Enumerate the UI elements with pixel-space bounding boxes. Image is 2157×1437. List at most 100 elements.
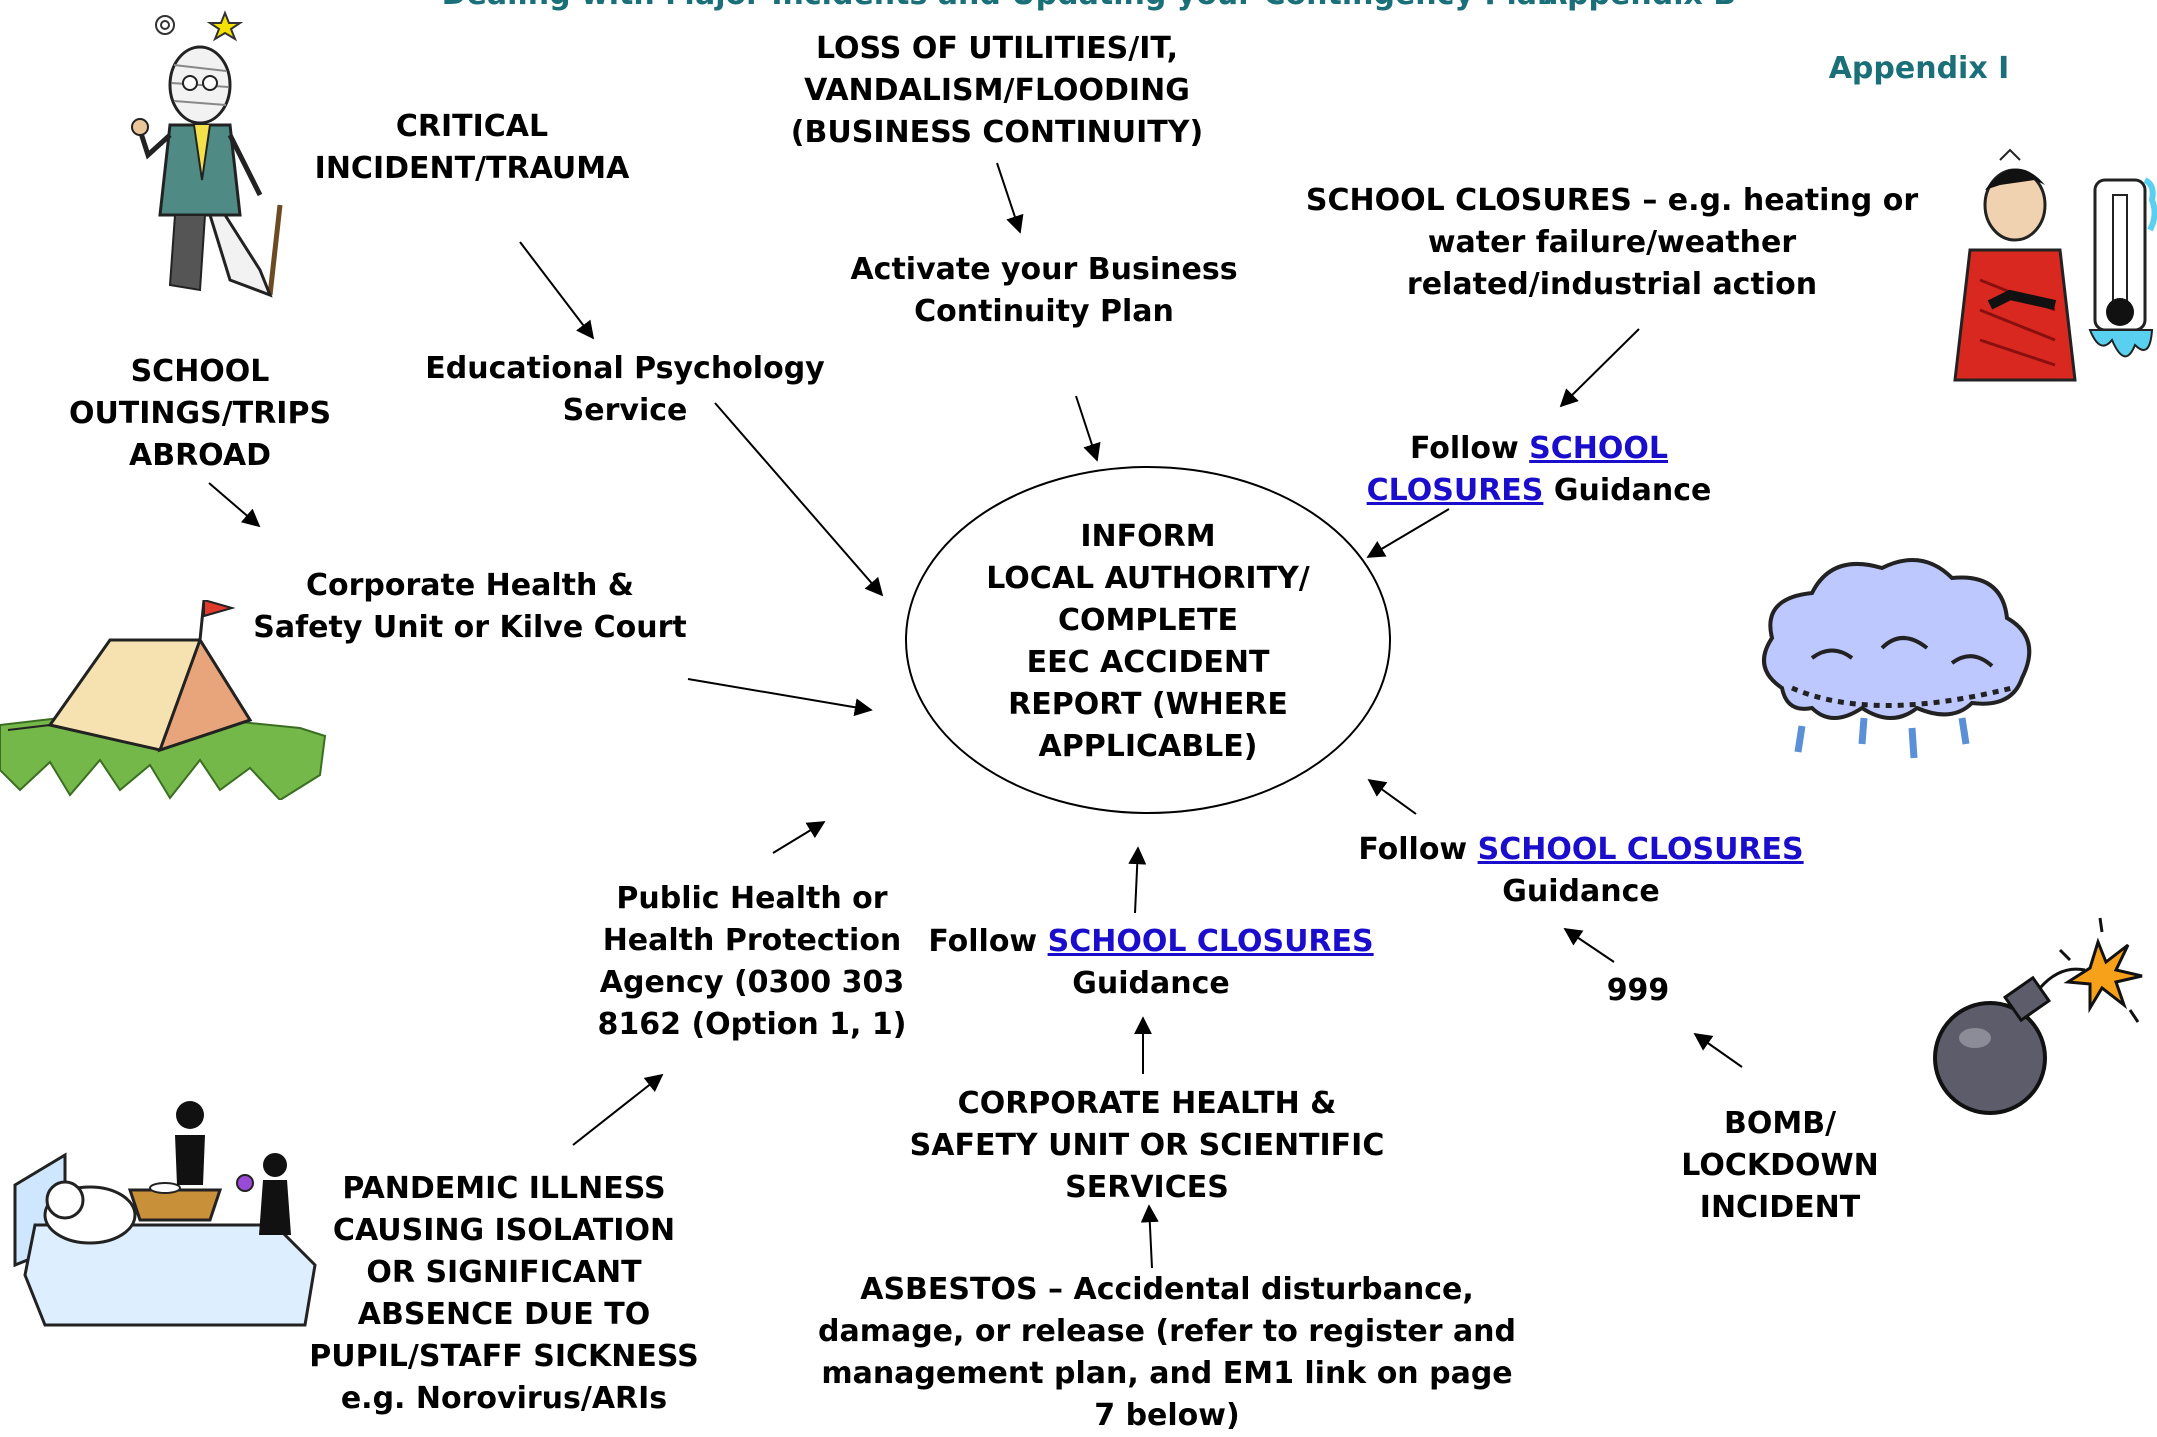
follow-text: Follow xyxy=(928,924,1038,959)
center-line: COMPLETE xyxy=(1058,603,1238,638)
rain-cloud-clipart xyxy=(1762,558,2032,759)
center-line: INFORM xyxy=(1080,519,1216,554)
label-line: Agency (0300 303 xyxy=(599,965,905,1000)
label-line: e.g. Norovirus/ARIs xyxy=(340,1381,668,1416)
phone-999-label: 999 xyxy=(1606,973,1670,1008)
label-line: Corporate Health & xyxy=(306,568,634,603)
guidance-text: Guidance xyxy=(1553,473,1712,508)
label-line: related/industrial action xyxy=(1406,267,1818,302)
closures-cause-label: SCHOOL CLOSURES – e.g. heating or water … xyxy=(1306,180,1918,306)
arrow-follow-top-to-center xyxy=(1366,508,1450,558)
arrow-asbestos-to-corporate-sci xyxy=(1140,1204,1159,1269)
arrow-bcp-to-center xyxy=(1075,395,1101,462)
arrow-utilities-to-bcp xyxy=(996,162,1024,234)
follow-mid-label: Follow SCHOOL CLOSURES Guidance xyxy=(928,921,1373,1005)
arrow-999-to-follow-right xyxy=(1563,927,1615,963)
school-closures-link[interactable]: SCHOOL xyxy=(1529,431,1669,466)
sick-bed-clipart xyxy=(13,1101,317,1327)
guidance-text: Guidance xyxy=(1072,966,1230,1001)
label-line: 8162 (Option 1, 1) xyxy=(597,1007,907,1042)
label-line: Safety Unit or Kilve Court xyxy=(253,610,687,645)
label-line: SERVICES xyxy=(1065,1170,1229,1205)
follow-top-label: Follow SCHOOL CLOSURES Guidance xyxy=(1367,428,1712,512)
label-line: Educational Psychology xyxy=(425,351,825,386)
bomb-label: BOMB/ LOCKDOWN INCIDENT xyxy=(1681,1103,1878,1229)
arrow-public-health-to-center xyxy=(772,821,826,854)
label-line: CLOSURES Guidance xyxy=(1367,470,1712,512)
edpsych-label: Educational Psychology Service xyxy=(425,348,824,432)
label-line: damage, or release (refer to register an… xyxy=(817,1314,1517,1349)
label-line: BOMB/ xyxy=(1723,1106,1837,1141)
arrow-trips-to-corporate xyxy=(208,482,261,528)
center-ellipse xyxy=(905,466,1391,814)
center-line: EEC ACCIDENT xyxy=(1026,645,1270,680)
follow-right-label: Follow SCHOOL CLOSURES Guidance xyxy=(1358,829,1803,913)
label-line: Follow SCHOOL CLOSURES xyxy=(928,921,1373,963)
label-line: Service xyxy=(562,393,688,428)
label-line: Follow SCHOOL xyxy=(1367,428,1712,470)
arrow-follow-right-to-center xyxy=(1367,778,1417,815)
label-line: OUTINGS/TRIPS xyxy=(68,396,332,431)
label-line: Continuity Plan xyxy=(914,294,1174,329)
label-line: (BUSINESS CONTINUITY) xyxy=(790,115,1204,150)
cold-person-clipart xyxy=(1953,148,2157,382)
label-line: 7 below) xyxy=(1094,1398,1240,1433)
cut-header-appendix: Appendix B xyxy=(1544,0,1736,16)
center-line: LOCAL AUTHORITY/ xyxy=(986,561,1310,596)
cut-header-title: Dealing with Major Incidents and Updatin… xyxy=(442,0,1559,16)
school-closures-link[interactable]: CLOSURES xyxy=(1366,473,1544,508)
label-line: Health Protection xyxy=(602,923,902,958)
label-line: PANDEMIC ILLNESS xyxy=(342,1171,666,1206)
label-line: ABSENCE DUE TO xyxy=(357,1297,651,1332)
label-line: CORPORATE HEALTH & xyxy=(957,1086,1337,1121)
utilities-label: LOSS OF UTILITIES/IT, VANDALISM/FLOODING… xyxy=(791,28,1203,154)
critical-incident-label: CRITICAL INCIDENT/TRAUMA xyxy=(315,106,630,190)
follow-text: Follow xyxy=(1358,832,1468,867)
bcp-label: Activate your Business Continuity Plan xyxy=(850,249,1237,333)
label-line: management plan, and EM1 link on page xyxy=(821,1356,1513,1391)
label-line: VANDALISM/FLOODING xyxy=(804,73,1190,108)
center-line: REPORT (WHERE xyxy=(1008,687,1288,722)
label-line: PUPIL/STAFF SICKNESS xyxy=(309,1339,699,1374)
arrow-critical-to-edpsych xyxy=(519,241,595,340)
label-line: SAFETY UNIT OR SCIENTIFIC xyxy=(909,1128,1385,1163)
public-health-label: Public Health or Health Protection Agenc… xyxy=(598,878,907,1046)
arrow-bomb-to-999 xyxy=(1693,1032,1743,1068)
label-line: Public Health or xyxy=(616,881,888,916)
label-line: LOCKDOWN xyxy=(1681,1148,1879,1183)
bomb-clipart xyxy=(1933,917,2143,1115)
label-line: OR SIGNIFICANT xyxy=(366,1255,642,1290)
school-closures-link[interactable]: SCHOOL CLOSURES xyxy=(1047,924,1374,959)
arrow-closures-to-follow xyxy=(1559,328,1640,408)
label-line: CAUSING ISOLATION xyxy=(332,1213,676,1248)
center-line: APPLICABLE) xyxy=(1038,729,1258,764)
follow-text: Follow xyxy=(1409,431,1519,466)
label-line: INCIDENT xyxy=(1699,1190,1861,1225)
label-line: Follow SCHOOL CLOSURES xyxy=(1358,829,1803,871)
school-closures-link[interactable]: SCHOOL CLOSURES xyxy=(1477,832,1804,867)
arrow-corporate-to-center xyxy=(687,678,873,717)
corporate-hs-label: Corporate Health & Safety Unit or Kilve … xyxy=(253,565,687,649)
injured-person-clipart xyxy=(131,10,283,298)
arrow-follow-mid-to-center xyxy=(1128,846,1147,914)
label-line: SCHOOL xyxy=(130,354,270,389)
arrow-pandemic-to-public-health xyxy=(572,1073,664,1146)
trips-label: SCHOOL OUTINGS/TRIPS ABROAD xyxy=(69,351,331,477)
label-line: water failure/weather xyxy=(1427,225,1797,260)
arrow-edpsych-to-center xyxy=(714,402,884,597)
label-line: Activate your Business xyxy=(850,252,1238,287)
label-line: INCIDENT/TRAUMA xyxy=(314,151,630,186)
corporate-sci-label: CORPORATE HEALTH & SAFETY UNIT OR SCIENT… xyxy=(910,1083,1385,1209)
center-node-text: INFORM LOCAL AUTHORITY/ COMPLETE EEC ACC… xyxy=(986,516,1309,768)
appendix-label: Appendix I xyxy=(1828,51,2010,86)
asbestos-label: ASBESTOS – Accidental disturbance, damag… xyxy=(818,1269,1516,1437)
tent-clipart xyxy=(0,600,327,800)
label-line: CRITICAL xyxy=(395,109,549,144)
label-line: ABROAD xyxy=(128,438,272,473)
label-line: SCHOOL CLOSURES – e.g. heating or xyxy=(1305,183,1919,218)
label-line: LOSS OF UTILITIES/IT, xyxy=(816,31,1178,66)
label-line: ASBESTOS – Accidental disturbance, xyxy=(860,1272,1474,1307)
guidance-text: Guidance xyxy=(1502,874,1660,909)
pandemic-label: PANDEMIC ILLNESS CAUSING ISOLATION OR SI… xyxy=(309,1168,698,1420)
